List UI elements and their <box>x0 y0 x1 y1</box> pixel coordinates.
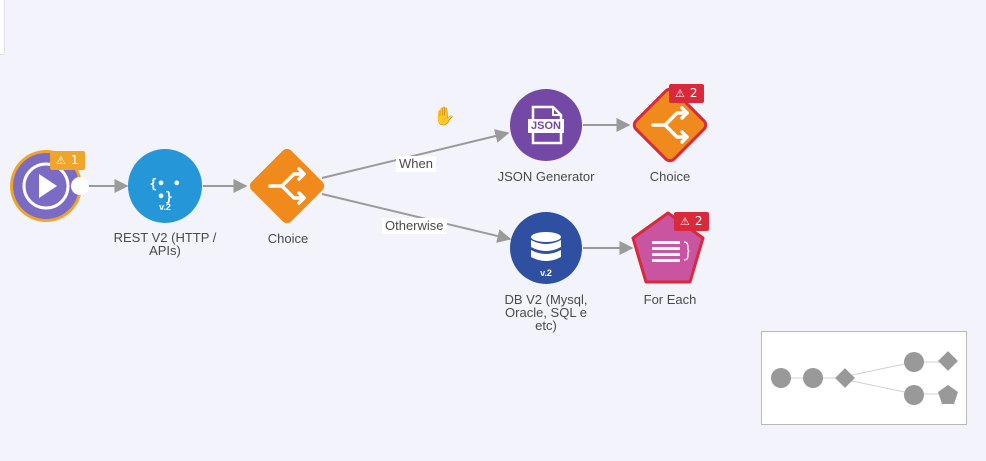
choice-1-label: Choice <box>267 231 309 246</box>
json-icon-text: JSON <box>531 120 561 132</box>
warning-icon: ⚠ <box>680 215 690 228</box>
warning-icon: ⚠ <box>56 154 66 167</box>
db-label: DB V2 (Mysql, Oracle, SQL e etc) <box>504 292 588 333</box>
edges <box>86 118 634 255</box>
rest-version: v.2 <box>159 202 171 212</box>
foreach-label: For Each <box>643 292 697 307</box>
edge-when[interactable] <box>321 129 510 179</box>
minimap-node <box>904 352 924 372</box>
minimap-node <box>938 385 958 404</box>
split-icon <box>651 106 689 144</box>
database-icon <box>531 232 561 261</box>
choice-node-2[interactable] <box>632 87 708 163</box>
split-icon <box>268 167 306 205</box>
rest-label: REST V2 (HTTP / APIs) <box>113 230 217 258</box>
minimap-node <box>938 351 958 371</box>
json-node[interactable] <box>510 89 582 161</box>
edge-label-when: When <box>396 156 436 172</box>
badge-count: 2 <box>694 214 703 228</box>
foreach-error-badge[interactable]: ⚠2 <box>674 212 709 231</box>
trigger-output-port <box>71 177 89 195</box>
minimap[interactable] <box>761 331 967 425</box>
json-label: JSON Generator <box>497 169 595 184</box>
edge-label-otherwise: Otherwise <box>382 218 447 234</box>
minimap-node <box>803 368 823 388</box>
choice-2-error-badge[interactable]: ⚠2 <box>669 84 704 103</box>
minimap-node <box>904 385 924 405</box>
badge-count: 1 <box>70 153 79 167</box>
minimap-node <box>835 368 855 388</box>
minimap-graph <box>771 351 958 405</box>
choice-2-label: Choice <box>649 169 691 184</box>
play-icon <box>39 174 57 198</box>
hand-cursor-icon: ✋ <box>433 106 456 126</box>
trigger-warning-badge[interactable]: ⚠1 <box>50 151 85 170</box>
edge-otherwise[interactable] <box>321 193 512 243</box>
warning-icon: ⚠ <box>675 87 685 100</box>
minimap-node <box>771 368 791 388</box>
choice-node-1[interactable] <box>247 146 326 225</box>
list-icon <box>652 241 680 262</box>
db-node[interactable] <box>510 212 582 284</box>
rest-icon-text: {• • •} <box>149 177 181 205</box>
rest-node[interactable] <box>128 149 202 223</box>
side-panel-edge <box>0 0 5 55</box>
db-version: v.2 <box>540 268 552 278</box>
badge-count: 2 <box>689 86 698 100</box>
